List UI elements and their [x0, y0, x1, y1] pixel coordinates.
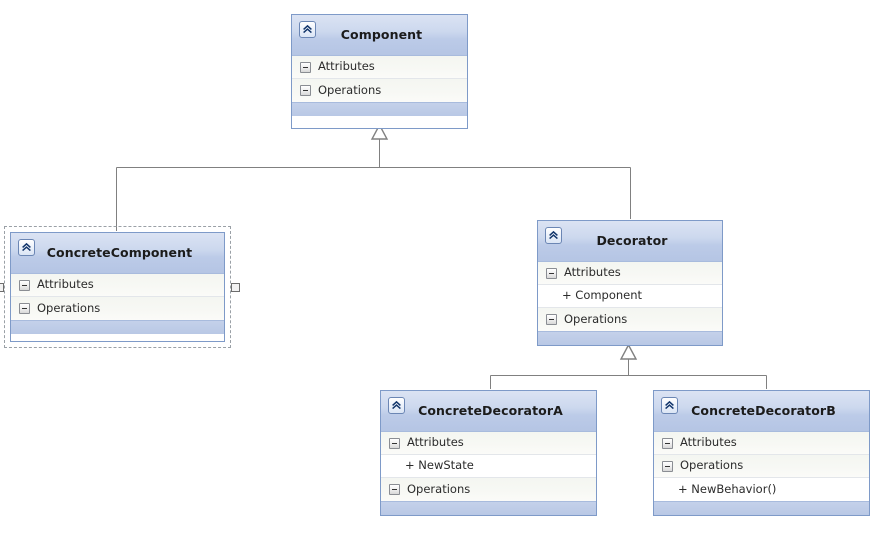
class-name-label: ConcreteDecoratorB — [691, 402, 836, 418]
class-compartment-row[interactable]: Attributes — [654, 432, 869, 455]
class-compartment-row[interactable]: Attributes — [381, 432, 596, 455]
generalization-to-decorator — [489, 358, 768, 389]
collapse-minus-icon[interactable] — [300, 85, 311, 96]
collapse-minus-icon[interactable] — [546, 267, 557, 279]
class-header-concrete-decorator-a[interactable]: ConcreteDecoratorA — [381, 391, 596, 432]
class-header-decorator[interactable]: Decorator — [538, 221, 722, 262]
double-chevron-up-icon[interactable] — [388, 397, 405, 414]
collapse-minus-icon[interactable] — [300, 61, 311, 73]
row-label: Attributes — [564, 265, 621, 280]
class-name-label: ConcreteDecoratorA — [418, 402, 563, 418]
class-name-label: Decorator — [596, 232, 668, 248]
class-compartment-row[interactable]: Operations — [538, 308, 722, 331]
class-header-component[interactable]: Component — [292, 15, 467, 56]
class-compartment-row[interactable]: Attributes — [538, 262, 722, 285]
hollow-triangle-arrowhead-decorator — [619, 343, 638, 360]
class-footer-strip — [381, 501, 596, 515]
row-label: + Component — [562, 288, 643, 303]
class-footer-strip — [538, 331, 722, 345]
row-label: Attributes — [37, 277, 94, 292]
double-chevron-up-icon[interactable] — [545, 227, 562, 244]
class-compartment-row[interactable]: Attributes — [11, 274, 224, 297]
class-compartment-row[interactable]: Operations — [654, 455, 869, 478]
class-header-concrete-decorator-b[interactable]: ConcreteDecoratorB — [654, 391, 869, 432]
row-label: Attributes — [318, 59, 375, 74]
row-label: Operations — [318, 82, 382, 97]
resize-handle-middle-right[interactable] — [231, 282, 240, 292]
row-label: + NewBehavior() — [678, 481, 777, 496]
class-name-label: ConcreteComponent — [46, 244, 193, 260]
collapse-minus-icon[interactable] — [389, 484, 400, 495]
row-label: Operations — [407, 481, 471, 496]
row-label: Operations — [564, 311, 628, 326]
generalization-to-component — [115, 137, 632, 231]
double-chevron-up-icon[interactable] — [299, 21, 316, 38]
class-header-concrete-component[interactable]: ConcreteComponent — [11, 233, 224, 274]
class-compartment-row[interactable]: Operations — [11, 297, 224, 320]
class-compartment-row[interactable]: Operations — [292, 79, 467, 102]
class-name-label: Component — [340, 26, 423, 42]
double-chevron-up-icon[interactable] — [661, 397, 678, 414]
class-compartment-row[interactable]: Operations — [381, 478, 596, 501]
row-label: Attributes — [407, 435, 464, 450]
class-footer-strip — [292, 102, 467, 116]
collapse-minus-icon[interactable] — [662, 460, 673, 472]
class-feature-row[interactable]: + NewState — [381, 455, 596, 478]
class-feature-row[interactable]: + NewBehavior() — [654, 478, 869, 501]
class-feature-row[interactable]: + Component — [538, 285, 722, 308]
collapse-minus-icon[interactable] — [389, 437, 400, 449]
collapse-minus-icon[interactable] — [19, 303, 30, 314]
row-label: Operations — [680, 458, 744, 473]
collapse-minus-icon[interactable] — [662, 437, 673, 449]
row-label: + NewState — [405, 458, 474, 473]
class-footer-strip — [654, 501, 869, 515]
row-label: Operations — [37, 300, 101, 315]
class-footer-strip — [11, 320, 224, 334]
resize-handle-middle-left[interactable] — [0, 282, 4, 292]
collapse-minus-icon[interactable] — [19, 279, 30, 291]
row-label: Attributes — [680, 435, 737, 450]
collapse-minus-icon[interactable] — [546, 314, 557, 325]
double-chevron-up-icon[interactable] — [18, 239, 35, 256]
class-compartment-row[interactable]: Attributes — [292, 56, 467, 79]
